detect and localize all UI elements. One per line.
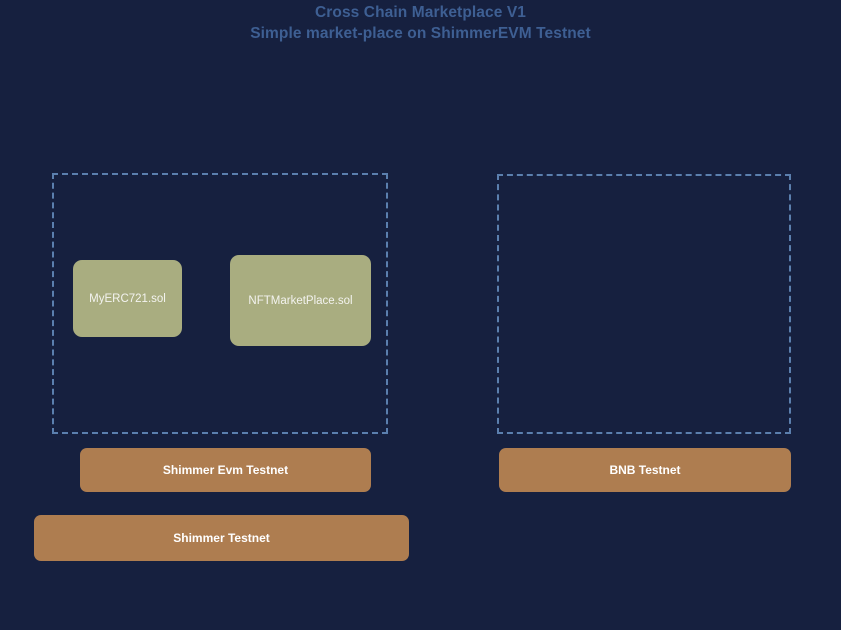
network-node-shimmer-testnet[interactable]: Shimmer Testnet bbox=[34, 515, 409, 561]
diagram-header: Cross Chain Marketplace V1 Simple market… bbox=[0, 2, 841, 44]
network-node-label: BNB Testnet bbox=[609, 462, 681, 477]
cluster-shimmer-evm bbox=[52, 173, 388, 434]
network-node-label: Shimmer Testnet bbox=[173, 530, 270, 545]
contract-node-label: NFTMarketPlace.sol bbox=[248, 294, 353, 307]
cluster-bnb bbox=[497, 174, 791, 434]
contract-node-nftmarketplace[interactable]: NFTMarketPlace.sol bbox=[230, 255, 371, 346]
page-title: Cross Chain Marketplace V1 bbox=[314, 4, 527, 21]
network-node-shimmer-evm-testnet[interactable]: Shimmer Evm Testnet bbox=[80, 448, 371, 492]
page-subtitle: Simple market-place on ShimmerEVM Testne… bbox=[250, 25, 591, 42]
network-node-bnb-testnet[interactable]: BNB Testnet bbox=[499, 448, 791, 492]
contract-node-myerc721[interactable]: MyERC721.sol bbox=[73, 260, 182, 337]
network-node-label: Shimmer Evm Testnet bbox=[162, 462, 289, 477]
contract-node-label: MyERC721.sol bbox=[89, 292, 166, 305]
